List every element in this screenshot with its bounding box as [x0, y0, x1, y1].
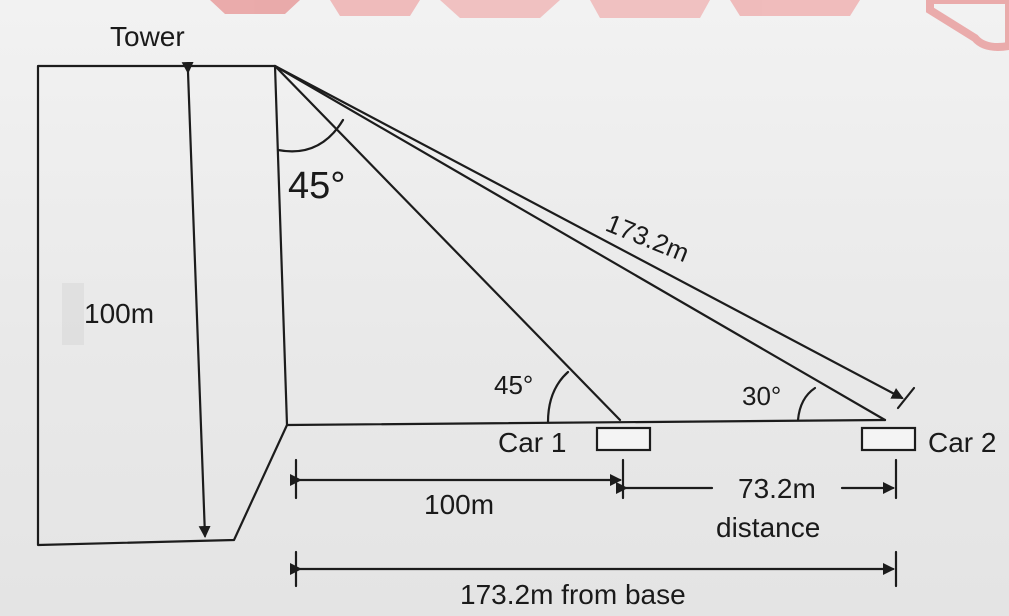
tower-outline	[36, 64, 289, 547]
angle-arc-car1	[546, 370, 570, 424]
tower-label: Tower	[110, 21, 185, 52]
hypotenuse-label: 173.2m	[602, 208, 694, 268]
dist-base-car1-label: 100m	[424, 489, 494, 520]
sight-line-car2	[273, 64, 887, 422]
hypotenuse-line	[273, 64, 904, 400]
dist-total-label: 173.2m from base	[460, 579, 686, 610]
height-arrow	[181, 61, 211, 538]
sight-line-car1	[273, 64, 622, 422]
car1-icon	[595, 426, 652, 452]
height-label: 100m	[84, 298, 154, 329]
angle-top-label: 45°	[288, 165, 345, 207]
dist-between-value: 73.2m	[738, 473, 816, 504]
angle-arc-car2	[796, 386, 817, 422]
ground-line	[285, 418, 887, 427]
angle-car1-label: 45°	[494, 370, 533, 400]
angle-arc-top	[276, 118, 345, 153]
watermark	[210, 0, 1009, 51]
hypotenuse-tick	[896, 386, 916, 410]
angle-car2-label: 30°	[742, 381, 781, 411]
dist-between-word: distance	[716, 512, 820, 543]
car2-label: Car 2	[928, 427, 996, 458]
car2-icon	[860, 426, 917, 452]
car1-label: Car 1	[498, 427, 566, 458]
